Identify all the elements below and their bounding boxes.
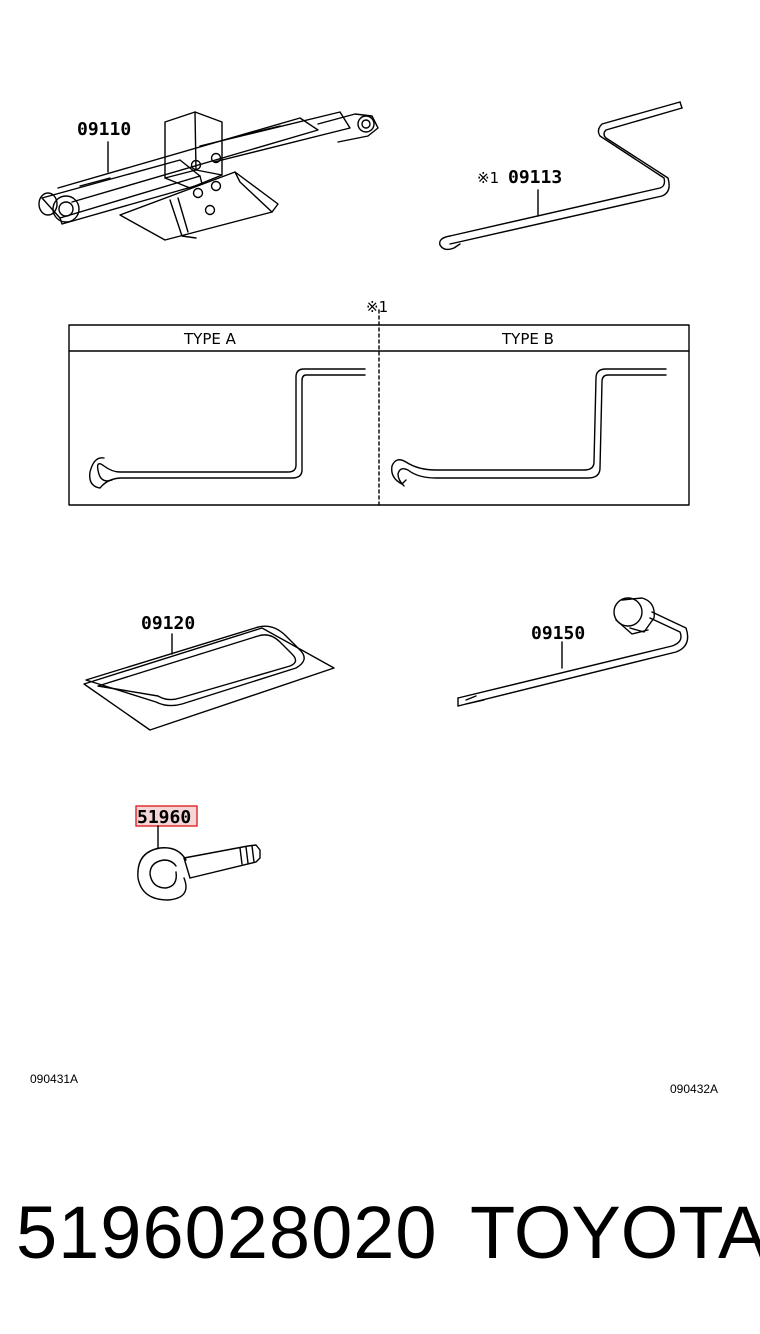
table-reference-mark: ※1 [366, 298, 388, 316]
handle-reference-mark: ※1 [477, 169, 499, 187]
handle-illustration [439, 101, 683, 251]
illustration-code-right: 090432A [670, 1082, 718, 1096]
illustration-code-left: 090431A [30, 1072, 78, 1086]
bag-illustration [83, 625, 335, 731]
tow-hook-illustration [137, 844, 261, 901]
jack-illustration [38, 111, 379, 241]
type-a-handle [89, 368, 366, 489]
hook-part-label: 51960 [137, 807, 191, 828]
type-b-handle [391, 368, 667, 487]
bag-part-label: 09120 [141, 613, 195, 634]
wrench-part-label: 09150 [531, 623, 585, 644]
type-table [68, 309, 690, 506]
jack-part-label: 09110 [77, 119, 131, 140]
handle-part-label: 09113 [508, 167, 562, 188]
type-a-header: TYPE A [183, 330, 237, 348]
hook-label-highlight [135, 805, 198, 827]
wrench-illustration [457, 597, 689, 707]
footer-brand: TOYOTA [470, 1191, 760, 1274]
footer-part-number: 5196028020 [16, 1191, 438, 1274]
type-b-header: TYPE B [501, 330, 554, 348]
